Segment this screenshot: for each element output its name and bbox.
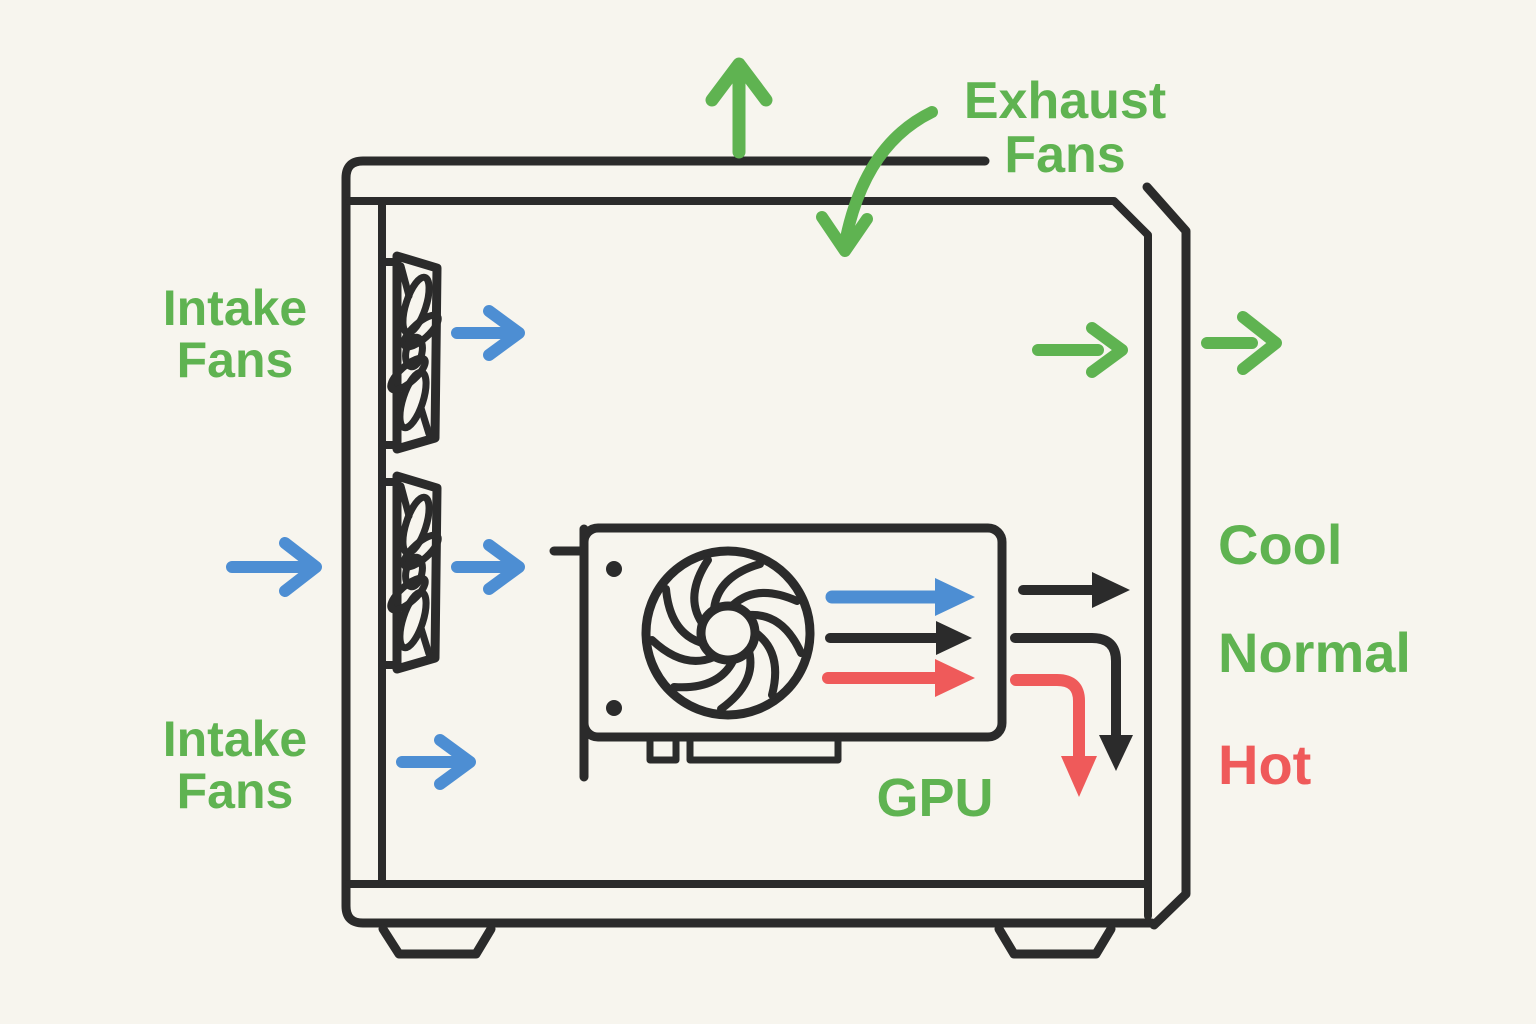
case-foot-left [378, 924, 496, 959]
hot-airflow-arrow-icon [822, 659, 975, 697]
case-foot-right [994, 924, 1116, 959]
normal-exit-arrow-icon [1018, 572, 1130, 608]
exhaust-up-arrow-icon [705, 57, 773, 159]
hot-downturn-arrow-icon [1010, 674, 1097, 797]
label-gpu: GPU [876, 768, 994, 828]
exhaust-airflow-arrow-outside [1201, 311, 1282, 375]
cool-airflow-arrow-icon [825, 578, 975, 616]
screw-dot [606, 700, 622, 716]
intake-fan-icon-bottom [383, 476, 443, 669]
exhaust-pointer-arrow-icon [816, 106, 938, 257]
label-intake-fans-top-line1: Intake [162, 280, 308, 336]
normal-downturn-arrow-icon [1010, 633, 1133, 771]
gpu-card-icon [549, 523, 1007, 782]
normal-airflow-arrow-icon [825, 621, 972, 655]
label-intake-fans-bottom-line1: Intake [162, 711, 308, 767]
gpu-bracket [549, 524, 589, 782]
intake-airflow-arrow-bottom [396, 734, 476, 790]
gpu-fan-icon [641, 546, 815, 720]
intake-fan-icon-top [383, 256, 443, 449]
intake-airflow-arrow-top [451, 305, 525, 361]
intake-airflow-arrow-outside [226, 537, 322, 597]
label-exhaust-fans-line1: Exhaust [963, 72, 1167, 130]
label-cool: Cool [1218, 513, 1343, 576]
label-hot: Hot [1218, 733, 1312, 796]
label-normal: Normal [1218, 621, 1411, 684]
label-exhaust-fans: Exhaust Fans [930, 74, 1200, 182]
label-intake-fans-top-line2: Fans [176, 332, 294, 388]
screw-dot [606, 561, 622, 577]
label-exhaust-fans-line2: Fans [1004, 126, 1126, 185]
intake-airflow-arrow-middle [451, 539, 525, 595]
pc-case-outline [341, 156, 1191, 959]
case-back-edge [1142, 182, 1191, 930]
label-intake-fans-bottom-line2: Fans [176, 763, 294, 819]
label-intake-fans-bottom: Intake Fans [140, 713, 330, 817]
label-intake-fans-top: Intake Fans [140, 282, 330, 386]
gpu-pcie-connector [646, 733, 842, 764]
exhaust-airflow-arrow-inside [1032, 322, 1128, 378]
